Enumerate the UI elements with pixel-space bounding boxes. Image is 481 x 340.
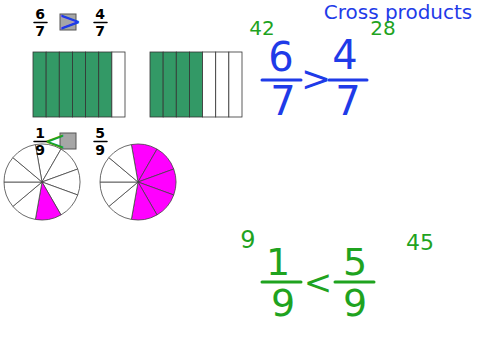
fraction-denominator: 9 (271, 284, 295, 322)
annotation-heading: Cross products (324, 2, 473, 22)
comparison-sign: < (304, 265, 333, 299)
comparison-sign: > (301, 61, 331, 97)
comparison-sign: > (58, 8, 81, 36)
circle-sector (100, 182, 138, 206)
fraction-numerator: 6 (35, 7, 45, 21)
bar-segment (86, 52, 99, 117)
fraction-numerator: 4 (332, 35, 357, 75)
bar-segment (150, 52, 163, 117)
cross-product: 28 (370, 18, 395, 38)
fraction-numerator: 5 (343, 243, 367, 281)
circle-sector (109, 145, 138, 182)
cross-product: 42 (249, 18, 274, 38)
bar-segment (163, 52, 176, 117)
fraction-denominator: 7 (95, 24, 105, 38)
fraction-denominator: 9 (95, 143, 105, 157)
bar-segment (59, 52, 72, 117)
fraction-denominator: 9 (35, 143, 45, 157)
bar-segment (46, 52, 59, 117)
fraction-numerator: 5 (95, 126, 105, 140)
bar-segment (72, 52, 85, 117)
fraction-numerator: 6 (268, 37, 293, 77)
bar-segment (189, 52, 202, 117)
cross-product: 45 (406, 232, 434, 254)
bar-segment (33, 52, 46, 117)
bar-segment (216, 52, 229, 117)
bar-segment (99, 52, 112, 117)
bar-segment (112, 52, 125, 117)
fraction-denominator: 7 (270, 81, 295, 121)
bar-segment (176, 52, 189, 117)
cross-product: 9 (240, 228, 255, 252)
fraction-denominator: 7 (335, 81, 360, 121)
fraction-numerator: 4 (95, 7, 105, 21)
circle-model (100, 144, 176, 220)
fraction-numerator: 1 (266, 243, 290, 281)
fraction-denominator: 7 (35, 24, 45, 38)
circle-model (4, 144, 80, 220)
bar-segment (203, 52, 216, 117)
circle-sector (4, 182, 42, 206)
fraction-denominator: 9 (343, 284, 367, 322)
bar-segment (229, 52, 242, 117)
comparison-sign: < (44, 128, 66, 154)
fraction-numerator: 1 (35, 126, 45, 140)
